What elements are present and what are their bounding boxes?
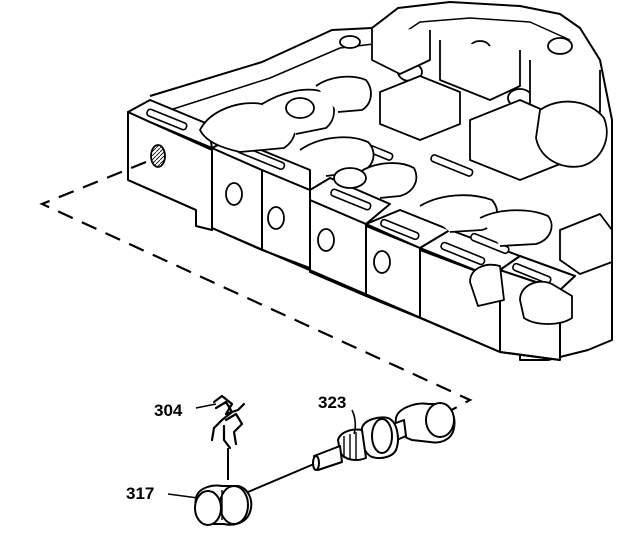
right-end-details — [469, 213, 613, 325]
callout-label-304: 304 — [154, 401, 183, 420]
callout-leaders — [167, 403, 357, 499]
casting-bottom-edge — [127, 179, 561, 361]
upper-bosses — [339, 28, 608, 181]
plug-317 — [194, 484, 253, 526]
leader-304 — [195, 403, 217, 409]
callout-label-317: 317 — [126, 484, 154, 503]
spool-axis-line — [247, 463, 315, 493]
valve-body-casting — [127, 1, 613, 361]
callout-label-323: 323 — [318, 393, 346, 412]
leader-317 — [167, 493, 199, 499]
leader-323 — [351, 409, 357, 435]
valve-spool-323 — [312, 402, 456, 471]
internal-valves — [199, 40, 553, 247]
retainer-clip-304 — [210, 394, 246, 450]
assembly-leader-line — [39, 160, 473, 415]
bore-holes — [150, 144, 391, 274]
